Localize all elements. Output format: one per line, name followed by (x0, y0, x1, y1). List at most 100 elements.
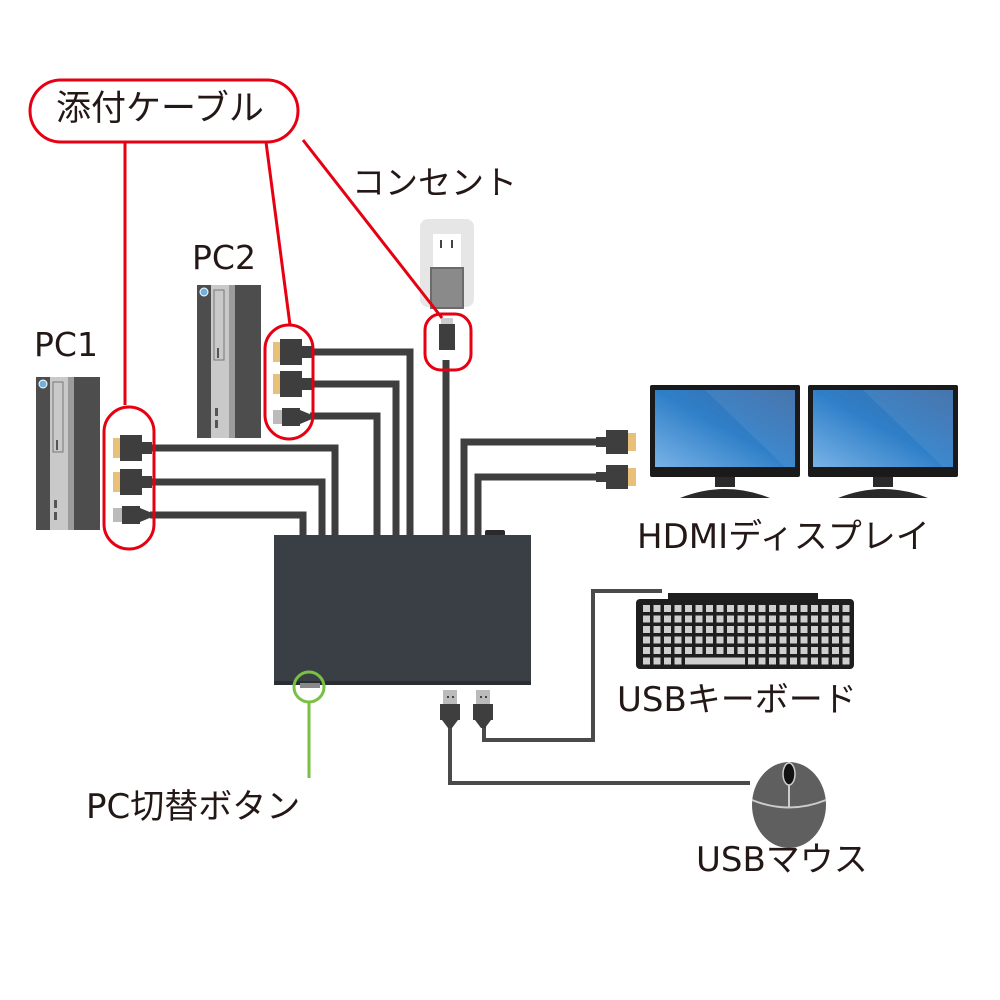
pc2-usb-cable (310, 412, 381, 535)
keyboard-key (758, 636, 766, 644)
usb-out-connectors (440, 690, 493, 728)
keyboard-key (800, 605, 808, 612)
keyboard-key (811, 605, 818, 612)
keyboard-key (706, 636, 713, 644)
keyboard-key (653, 626, 661, 633)
kvm-switch (274, 530, 531, 688)
keyboard-key (758, 647, 766, 654)
pc1-tower (36, 377, 100, 530)
keyboard-key (790, 605, 797, 612)
keyboard-key (811, 657, 818, 665)
keyboard-key (779, 657, 787, 665)
keyboard-key (790, 636, 797, 644)
keyboard-key (758, 615, 766, 623)
usb-mouse-label: USBマウス (696, 840, 868, 880)
outlet-label: コンセント (352, 163, 517, 202)
keyboard-key (748, 657, 755, 665)
keyboard-key (737, 605, 745, 612)
keyboard-key (653, 636, 661, 644)
keyboard-key (727, 615, 734, 623)
pc1-connectors (113, 435, 152, 524)
keyboard-key (737, 636, 745, 644)
keyboard-key (664, 636, 671, 644)
keyboard-key (821, 626, 829, 633)
outlet-icon (420, 219, 474, 309)
mouse-cable (448, 725, 750, 785)
keyboard-key (643, 636, 650, 644)
keyboard-key (664, 647, 671, 654)
keyboard-key (842, 647, 850, 654)
keyboard-key (842, 605, 850, 612)
keyboard-key (674, 615, 682, 623)
keyboard-key (800, 647, 808, 654)
keyboard-key (674, 647, 682, 654)
keyboard-key (769, 605, 776, 612)
pc1-label: PC1 (34, 325, 98, 364)
keyboard-key (769, 626, 776, 633)
bundled-cables-label: 添付ケーブル (56, 89, 264, 129)
keyboard-key (727, 647, 734, 654)
pc1-cable-highlight (102, 405, 156, 551)
keyboard-key (695, 647, 703, 654)
keyboard-key (800, 626, 808, 633)
keyboard-key (821, 605, 829, 612)
keyboard-key (821, 615, 829, 623)
keyboard-key (685, 636, 692, 644)
keyboard-key (716, 605, 724, 612)
keyboard-key (832, 605, 839, 612)
hdmi-out-cable-1 (460, 438, 600, 535)
cables (150, 348, 600, 535)
keyboard-key (758, 626, 766, 633)
keyboard-key (685, 615, 692, 623)
keyboard-key (832, 647, 839, 654)
hdmi-out-cable-2 (474, 473, 600, 535)
pc2-hdmi-cable-1 (310, 348, 414, 535)
keyboard-key (643, 626, 650, 633)
keyboard-key (748, 626, 755, 633)
keyboard-key (779, 605, 787, 612)
keyboard-key (716, 647, 724, 654)
keyboard-key (769, 615, 776, 623)
keyboard-key (685, 626, 692, 633)
pc-switch-callout (292, 670, 326, 778)
keyboard-key (748, 615, 755, 623)
keyboard-key (737, 615, 745, 623)
keyboard-key (695, 615, 703, 623)
keyboard-key (664, 626, 671, 633)
keyboard-key (842, 626, 850, 633)
pc1-hdmi-cable-1 (150, 444, 339, 535)
keyboard-key (727, 636, 734, 644)
usb-keyboard-label: USBキーボード (617, 680, 857, 720)
keyboard-key (790, 657, 797, 665)
pc2-tower (197, 285, 261, 438)
keyboard-key (821, 647, 829, 654)
monitor-1 (650, 385, 800, 498)
callout-line-outlet (301, 139, 444, 319)
pc2-label: PC2 (192, 238, 256, 277)
keyboard-key (674, 626, 682, 633)
pc2-cable-highlight (263, 323, 315, 441)
keyboard-key (653, 605, 661, 612)
keyboard-key (664, 657, 671, 665)
pc-switch-button-label: PC切替ボタン (86, 787, 301, 827)
keyboard-key (643, 657, 650, 665)
pc1-usb-cable (150, 511, 307, 535)
keyboard-key (674, 605, 682, 612)
keyboard-key (716, 626, 724, 633)
keyboard-key (769, 647, 776, 654)
keyboard-key (643, 647, 650, 654)
keyboard-key (706, 647, 713, 654)
hdmi-display-label: HDMIディスプレイ (637, 517, 930, 557)
keyboard-key (716, 615, 724, 623)
mouse-icon (751, 762, 827, 848)
keyboard-key (769, 636, 776, 644)
keyboard-key (737, 647, 745, 654)
keyboard-key (748, 605, 755, 612)
keyboard-key (821, 636, 829, 644)
keyboard-key (695, 626, 703, 633)
bundled-cable-label-box (28, 78, 300, 144)
bundled-cable-callouts (28, 78, 473, 551)
keyboard-key (832, 626, 839, 633)
keyboard-key (727, 626, 734, 633)
